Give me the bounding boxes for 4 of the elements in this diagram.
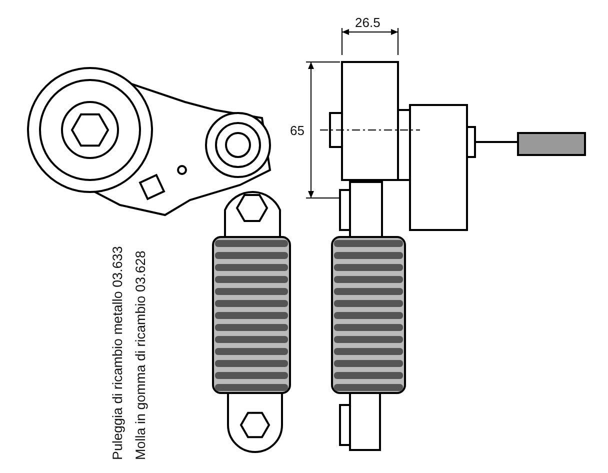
dimension-value: 65 xyxy=(290,124,304,137)
dimension-value: 26.5 xyxy=(355,16,380,29)
note-text: Molla in gomma di ricambio 03.628 xyxy=(134,250,148,460)
note-text: Puleggia di ricambio metallo 03.633 xyxy=(111,246,124,460)
